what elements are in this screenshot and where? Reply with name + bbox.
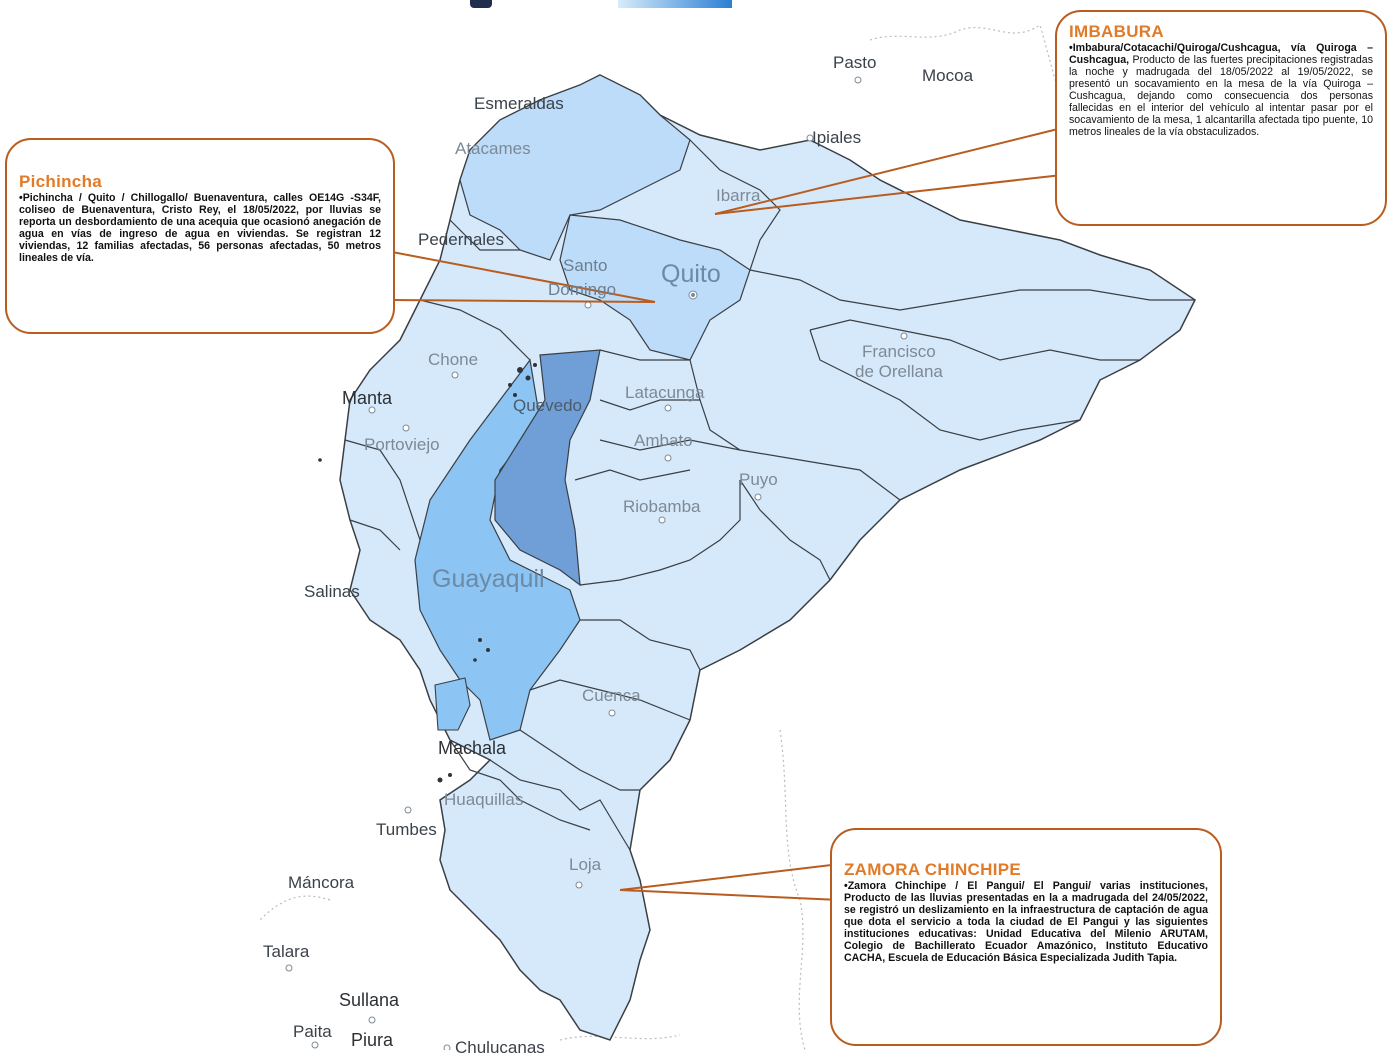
label-santo: Santo	[563, 256, 608, 275]
region-guayas	[414, 358, 581, 741]
callout-imbabura: IMBABURA •Imbabura/Cotacachi/Quiroga/Cus…	[1055, 10, 1387, 226]
label-ibarra: Ibarra	[716, 186, 761, 205]
callout-zamora-title: ZAMORA CHINCHIPE	[844, 860, 1021, 879]
label-guayaquil: Guayaquil	[432, 565, 545, 593]
label-portoviejo: Portoviejo	[364, 435, 440, 454]
label-paita: Paita	[293, 1022, 332, 1041]
callout-imbabura-body: •Imbabura/Cotacachi/Quiroga/Cushcagua, v…	[1069, 42, 1373, 138]
label-talara: Talara	[263, 942, 310, 961]
callout-pointers	[391, 127, 1063, 901]
ecuador-territory	[339, 74, 1196, 1041]
label-esmeraldas: Esmeraldas	[474, 94, 564, 113]
label-ambato: Ambato	[634, 431, 693, 450]
callout-pichincha-title: Pichincha	[19, 172, 103, 191]
label-francisco: Francisco	[862, 342, 936, 361]
label-salinas: Salinas	[304, 582, 360, 601]
label-domingo: Domingo	[548, 280, 617, 299]
callout-zamora-body: •Zamora Chinchipe / El Pangui/ El Pangui…	[844, 880, 1208, 964]
island-puna	[434, 677, 471, 731]
header-gradient	[618, 0, 732, 8]
label-orellana: de Orellana	[855, 362, 943, 381]
label-chulucanas: Chulucanas	[455, 1038, 545, 1057]
label-ipiales: Ipiales	[812, 128, 862, 147]
label-manta: Manta	[342, 388, 393, 408]
region-pichincha	[559, 214, 751, 361]
callout-pichincha-body: •Pichincha / Quito / Chillogallo/ Buenav…	[19, 192, 381, 264]
coastal-islands	[318, 363, 537, 783]
label-loja: Loja	[569, 855, 602, 874]
callout-pichincha: Pichincha •Pichincha / Quito / Chillogal…	[5, 138, 395, 334]
label-piura: Piura	[351, 1030, 394, 1050]
international-borders	[259, 24, 1071, 1050]
label-cuenca: Cuenca	[582, 686, 641, 705]
label-machala: Machala	[438, 738, 507, 758]
callout-zamora-chinchipe: ZAMORA CHINCHIPE •Zamora Chinchipe / El …	[830, 828, 1222, 1046]
header-ink	[470, 0, 492, 8]
label-sullana: Sullana	[339, 990, 400, 1010]
label-riobamba: Riobamba	[623, 497, 701, 516]
region-esmeraldas	[459, 74, 691, 261]
label-mocoa: Mocoa	[922, 66, 974, 85]
label-quevedo: Quevedo	[513, 396, 582, 415]
label-huaquillas: Huaquillas	[444, 790, 524, 809]
city-markers	[285, 76, 908, 1050]
label-latacunga: Latacunga	[625, 383, 705, 402]
label-atacames: Atacames	[455, 139, 531, 158]
label-mancora: Máncora	[288, 873, 355, 892]
callout-imbabura-title: IMBABURA	[1069, 22, 1164, 41]
label-pasto: Pasto	[833, 53, 877, 72]
callout-pichincha-bold: •Pichincha / Quito / Chillogallo/ Buenav…	[19, 192, 381, 264]
callout-zamora-bold: •Zamora Chinchipe / El Pangui/ El Pangui…	[844, 880, 1208, 964]
label-pedernales: Pedernales	[418, 230, 505, 249]
label-chone: Chone	[428, 350, 479, 369]
label-tumbes: Tumbes	[376, 820, 437, 839]
province-borders	[344, 139, 1195, 851]
label-puyo: Puyo	[739, 470, 778, 489]
region-los-rios	[494, 349, 601, 587]
callout-imbabura-bold: •Imbabura/Cotacachi/Quiroga/Cushcagua, v…	[1069, 42, 1373, 66]
callout-imbabura-text: Producto de las fuertes precipitaciones …	[1069, 54, 1373, 138]
label-quito: Quito	[661, 260, 721, 288]
